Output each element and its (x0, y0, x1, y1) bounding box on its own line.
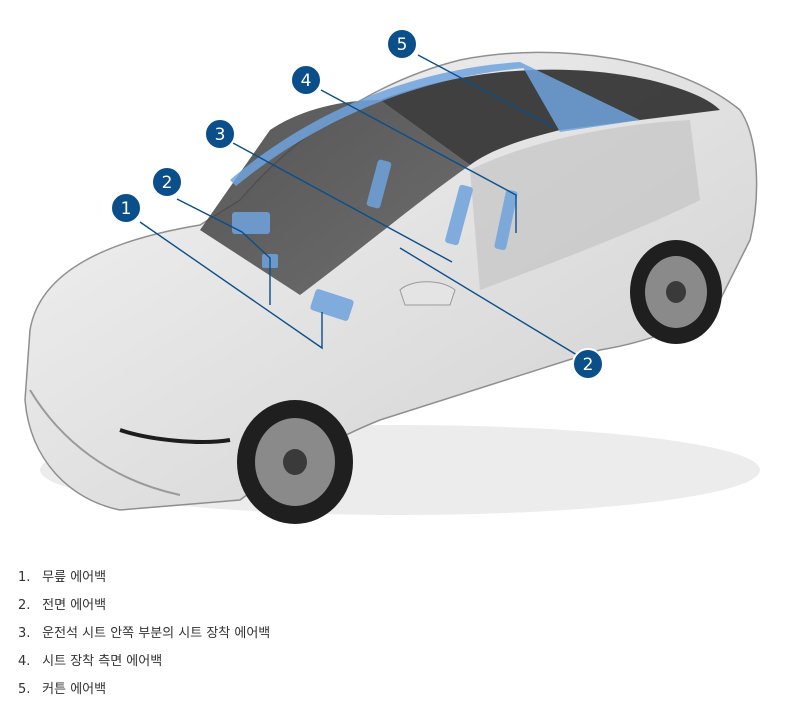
front-bumper (29, 389, 181, 496)
callout-5: 5 (386, 28, 418, 60)
callout-1: 1 (110, 192, 142, 224)
callout-2-lower: 2 (572, 348, 604, 380)
leader-line-5 (417, 54, 556, 129)
legend-number: 4. (18, 654, 31, 669)
callout-circle (290, 64, 322, 96)
leader-line-2-lower (399, 247, 578, 356)
rear-wheel (630, 240, 722, 344)
callout-circle (151, 166, 183, 198)
curtain-airbag (230, 62, 640, 186)
seat-side-airbag-front (366, 159, 392, 209)
callout-circle (386, 28, 418, 60)
airbag-highlights (230, 62, 640, 321)
airbag-diagram: 5 4 3 2 1 2 (24, 28, 760, 524)
leader-line-4 (320, 89, 517, 233)
headlight (119, 428, 231, 444)
callout-2: 2 (151, 166, 183, 198)
seat-side-airbag-rear (445, 184, 473, 246)
roof-glass (380, 69, 720, 165)
legend-item: 2. 전면 에어백 (18, 592, 270, 620)
center-seat-airbag (494, 189, 518, 251)
callout-number: 3 (215, 125, 226, 145)
side-windows (470, 120, 700, 290)
legend-text: 시트 장착 측면 에어백 (42, 654, 163, 669)
leader-lines (139, 54, 578, 356)
callout-3: 3 (204, 118, 236, 150)
airbag-legend: 1. 무릎 에어백 2. 전면 에어백 3. 운전석 시트 안쪽 부분의 시트 … (18, 564, 270, 704)
leader-line-1 (139, 221, 323, 350)
callout-number: 5 (397, 35, 408, 55)
legend-number: 3. (18, 626, 31, 641)
callouts: 5 4 3 2 1 2 (110, 28, 604, 380)
callout-number: 4 (301, 71, 312, 91)
car-illustration (24, 51, 760, 524)
legend-item: 5. 커튼 에어백 (18, 676, 270, 704)
legend-item: 3. 운전석 시트 안쪽 부분의 시트 장착 에어백 (18, 620, 270, 648)
legend-text: 커튼 에어백 (42, 682, 107, 697)
callout-circle (204, 118, 236, 150)
callout-4: 4 (290, 64, 322, 96)
callout-number: 1 (121, 199, 132, 219)
side-mirror (399, 281, 456, 306)
legend-number: 2. (18, 598, 31, 613)
callout-circle (110, 192, 142, 224)
front-airbag-upper (232, 212, 270, 234)
callout-circle (572, 348, 604, 380)
legend-number: 5. (18, 682, 31, 697)
leader-line-2-upper (176, 198, 271, 305)
front-airbag-passenger (310, 289, 354, 321)
leader-line-3 (232, 142, 453, 263)
legend-text: 운전석 시트 안쪽 부분의 시트 장착 에어백 (42, 626, 271, 641)
windshield (200, 100, 470, 295)
legend-item: 1. 무릎 에어백 (18, 564, 270, 592)
legend-item: 4. 시트 장착 측면 에어백 (18, 648, 270, 676)
legend-text: 무릎 에어백 (42, 570, 107, 585)
callout-number: 2 (162, 173, 173, 193)
legend-number: 1. (18, 570, 31, 585)
front-wheel (237, 400, 353, 524)
legend-text: 전면 에어백 (42, 598, 107, 613)
callout-number: 2 (583, 355, 594, 375)
